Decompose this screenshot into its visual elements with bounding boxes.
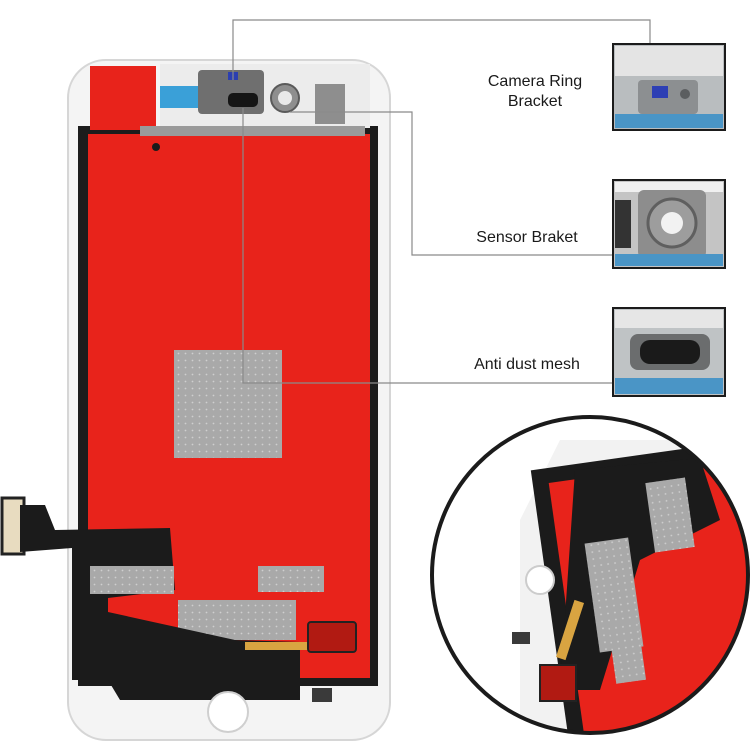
callout-label-mesh: Anti dust mesh: [474, 356, 580, 373]
zoom-detail: [512, 439, 748, 733]
thumb-camera-ring: [612, 43, 726, 131]
panel-dot: [152, 143, 160, 151]
top-right-shield: [315, 84, 345, 124]
thumb-mesh: [612, 307, 726, 397]
leader-sensor: [290, 111, 612, 256]
home-button-hole: [207, 691, 249, 733]
callout-label-camera-line1: Camera Ring: [487, 73, 583, 90]
bottom-connector: [312, 688, 332, 702]
callout-label-camera-line2: Bracket: [507, 93, 563, 110]
anti-dust-mesh: [228, 93, 258, 107]
callout-label-camera-ring: Camera Ring Bracket: [470, 72, 600, 112]
top-red-tab: [90, 66, 156, 130]
bottom-flex: [108, 612, 300, 700]
gold-connector: [245, 642, 317, 650]
top-gray-strip: [140, 126, 365, 136]
flex-shield-top: [90, 566, 174, 594]
lower-right-shield: [258, 566, 324, 592]
sensor-lens: [278, 91, 292, 105]
zoom-circle-border: [430, 415, 750, 735]
red-chip: [307, 621, 357, 653]
leader-mesh: [242, 108, 612, 384]
callout-label-sensor: Sensor Braket: [476, 229, 578, 246]
leader-camera: [232, 19, 651, 80]
center-shield: [174, 350, 282, 458]
thumb-sensor: [612, 179, 726, 269]
